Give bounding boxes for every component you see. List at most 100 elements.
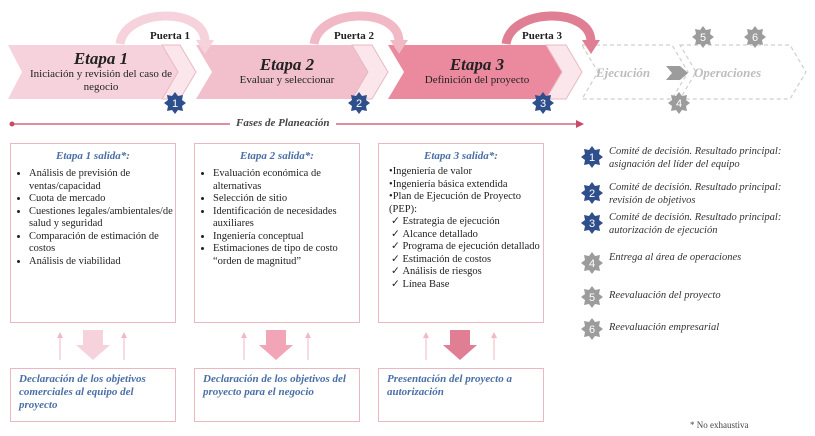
list-item: •Ingeniería básica extendida — [389, 178, 508, 190]
checklist-item: Programa de ejecución detallado — [391, 241, 543, 254]
gate-2-label: Puerta 2 — [334, 30, 375, 42]
stage-3-output-list: •Ingeniería de valor •Ingeniería básica … — [379, 166, 543, 216]
legend-text-5: Reevaluación del proyecto — [609, 290, 721, 301]
checklist-item: Estimación de costos — [391, 254, 543, 267]
execution-badge-6-icon: 6 — [744, 26, 766, 48]
stage-2-badge: 2 — [356, 98, 362, 110]
execution-badge-4-icon: 4 — [668, 92, 690, 114]
gate-3-chevron — [545, 44, 583, 100]
footnote: * No exhaustiva — [690, 420, 749, 430]
legend-badge-2: 2 — [589, 188, 595, 200]
checklist-item: Análisis de riesgos — [391, 266, 543, 279]
stage-2-title: Etapa 2 — [259, 55, 315, 74]
stage-3-badge: 3 — [540, 98, 546, 110]
stage-3-output-box: Etapa 3 salida*: •Ingeniería de valor •I… — [378, 143, 544, 323]
list-item: Análisis de previsión de ventas/capacida… — [29, 168, 175, 193]
legend-text-4: Entrega al área de operaciones — [609, 252, 742, 263]
stage-2-text: Etapa 2 Evaluar y seleccionar — [212, 56, 362, 87]
legend-item-3: 3 Comité de decisión. Resultado principa… — [581, 212, 811, 237]
legend-item-6: 6 Reevaluación empresarial — [581, 318, 811, 340]
list-item: •Ingeniería de valor — [389, 166, 472, 177]
gate-3-arc-head — [582, 40, 600, 54]
stage-1-output-box: Etapa 1 salida*: Análisis de previsión d… — [10, 143, 176, 323]
legend-badge-2-icon: 2 — [581, 182, 603, 204]
list-item: Evaluación económica de alternativas — [213, 168, 359, 193]
stage-1-text: Etapa 1 Iniciación y revisión del caso d… — [26, 50, 176, 94]
execution-badge-5: 5 — [700, 32, 706, 44]
stage-3-subtitle: Definición del proyecto — [424, 74, 530, 86]
stage-3-pep-sublist: Estrategia de ejecución Alcance detallad… — [379, 216, 543, 291]
gate-1-label: Puerta 1 — [150, 30, 191, 42]
stage-2-chevron — [196, 45, 380, 99]
stage-3-result-box: Presentación del proyecto a autorización — [378, 368, 544, 422]
stage-2-result-box: Declaración de los objetivos del proyect… — [194, 368, 360, 422]
execution-arrow-icon — [666, 66, 688, 80]
legend-badge-4: 4 — [589, 258, 595, 270]
stage-1-badge-icon: 1 — [164, 92, 186, 114]
legend-badge-5-icon: 5 — [581, 286, 603, 308]
legend-text-2: Comité de decisión. Resultado principal:… — [609, 182, 782, 206]
legend-badge-1: 1 — [589, 152, 595, 164]
stage-1-badge: 1 — [172, 98, 178, 110]
list-item: Selección de sitio — [213, 193, 359, 206]
list-item: Estimaciones de tipo de costo “orden de … — [213, 243, 359, 268]
list-item: Análisis de viabilidad — [29, 256, 175, 269]
stage-3-badge-icon: 3 — [532, 92, 554, 114]
phase-label: Fases de Planeación — [230, 117, 336, 129]
execution-badge-4: 4 — [676, 98, 682, 110]
list-item: •Plan de Ejecución de Proyecto (PEP): — [389, 191, 521, 215]
stage-2-output-heading: Etapa 2 salida*: — [240, 150, 314, 162]
stage-2-output-box: Etapa 2 salida*: Evaluación económica de… — [194, 143, 360, 323]
stage-3-down-arrow — [443, 330, 477, 360]
checklist-item: Alcance detallado — [391, 229, 543, 242]
legend-badge-3-icon: 3 — [581, 212, 603, 234]
legend-item-1: 1 Comité de decisión. Resultado principa… — [581, 146, 811, 171]
stage-1-output-heading: Etapa 1 salida*: — [56, 150, 130, 162]
legend-item-4: 4 Entrega al área de operaciones — [581, 252, 811, 274]
gate-1-arc — [115, 11, 210, 46]
legend-badge-6-icon: 6 — [581, 318, 603, 340]
list-item: Identificación de necesidades auxiliares — [213, 206, 359, 231]
stage-1-result-box: Declaración de los objetivos comerciales… — [10, 368, 176, 422]
gate-2-chevron — [351, 44, 389, 100]
gate-3-arc — [501, 11, 596, 46]
legend-badge-4-icon: 4 — [581, 252, 603, 274]
stage-3-title: Etapa 3 — [449, 55, 505, 74]
legend-text-1: Comité de decisión. Resultado principal:… — [609, 146, 782, 170]
list-item: Cuota de mercado — [29, 193, 175, 206]
execution-badge-6: 6 — [752, 32, 758, 44]
gate-1-arc-head — [196, 40, 214, 54]
stage-2-output-list: Evaluación económica de alternativas Sel… — [195, 168, 359, 268]
legend-item-2: 2 Comité de decisión. Resultado principa… — [581, 182, 811, 207]
execution-badge-5-icon: 5 — [692, 26, 714, 48]
stage-1-chevron — [8, 45, 188, 99]
stage-2-result: Declaración de los objetivos del proyect… — [203, 373, 346, 398]
legend-text-3: Comité de decisión. Resultado principal:… — [609, 212, 782, 236]
checklist-item: Línea Base — [391, 279, 543, 292]
list-item: Ingeniería conceptual — [213, 231, 359, 244]
legend-badge-5: 5 — [589, 292, 595, 304]
stage-1-output-list: Análisis de previsión de ventas/capacida… — [11, 168, 175, 268]
gate-2-arc — [309, 11, 404, 46]
legend-badge-1-icon: 1 — [581, 146, 603, 168]
checklist-item: Estrategia de ejecución — [391, 216, 543, 229]
gate-2-arc-head — [390, 40, 408, 54]
stage-3-result: Presentación del proyecto a autorización — [387, 373, 512, 398]
list-item-text: Ingeniería básica extendida — [392, 178, 508, 190]
execution-label: Ejecución — [596, 65, 651, 80]
legend-item-5: 5 Reevaluación del proyecto — [581, 286, 811, 308]
stage-1-subtitle: Iniciación y revisión del caso de negoci… — [29, 68, 173, 93]
list-item-text: Plan de Ejecución de Proyecto (PEP): — [389, 191, 521, 215]
phase-line-arrow-icon — [576, 120, 584, 128]
stage-3-connectors — [423, 330, 497, 360]
list-item: Comparación de estimación de costos — [29, 231, 175, 256]
stage-1-title: Etapa 1 — [73, 49, 129, 68]
stage-3-chevron — [388, 45, 572, 99]
list-item: Cuestiones legales/ambientales/de salud … — [29, 206, 175, 231]
stage-2-subtitle: Evaluar y seleccionar — [239, 74, 335, 86]
list-item-text: Ingeniería de valor — [392, 166, 472, 177]
stage-1-connectors — [57, 330, 127, 360]
stage-3-output-heading: Etapa 3 salida*: — [424, 150, 498, 162]
stage-2-down-arrow — [259, 330, 293, 360]
